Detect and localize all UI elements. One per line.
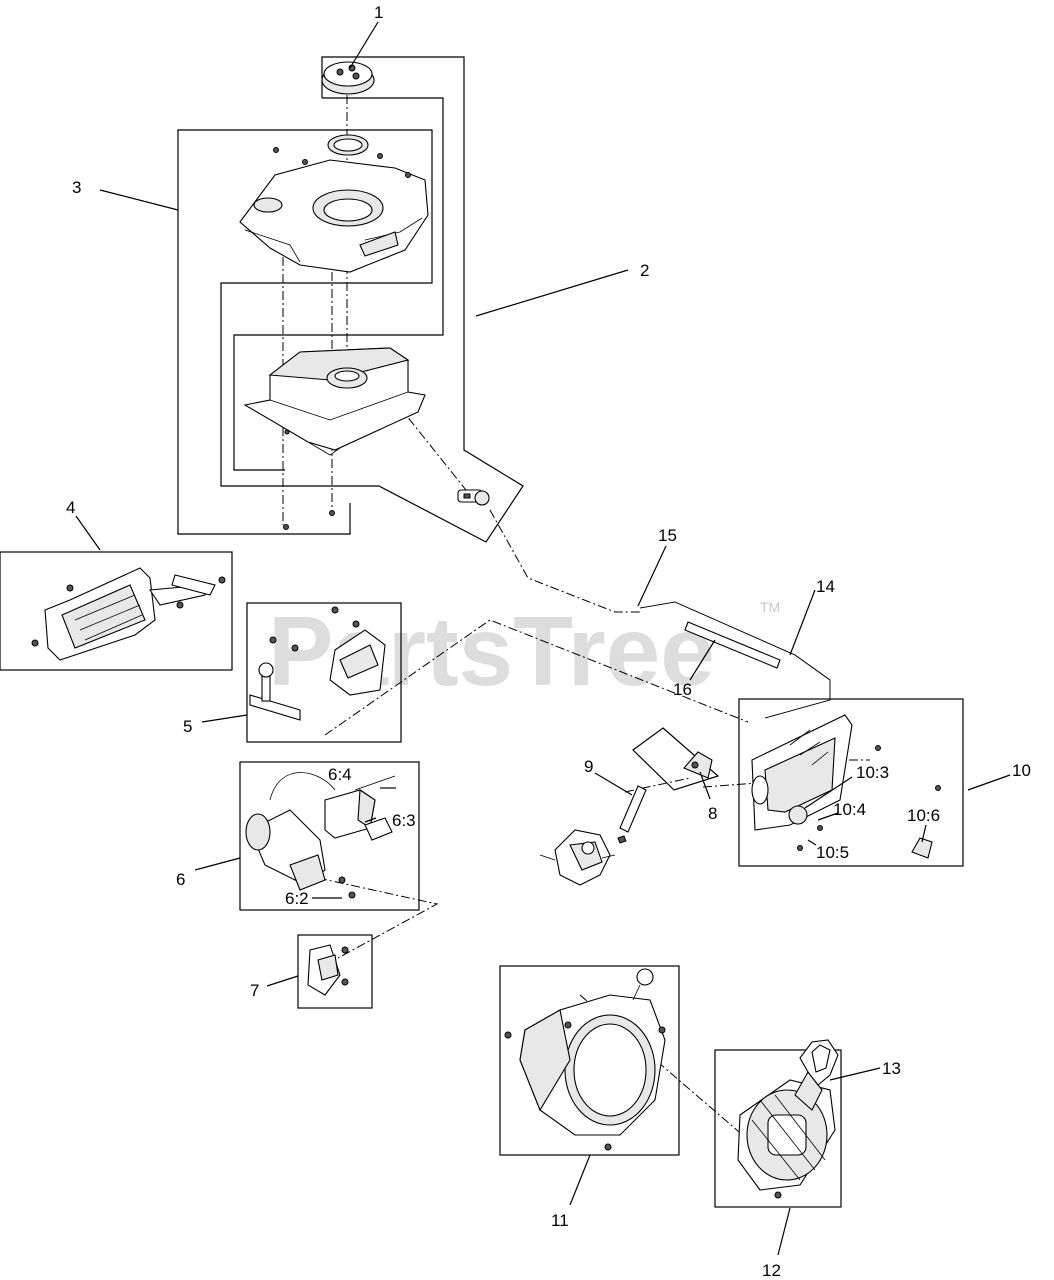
callout-10-5: 10:5 [816, 843, 849, 862]
callout-11: 11 [551, 1211, 569, 1230]
tank-screw [329, 510, 335, 516]
frame-7 [297, 934, 373, 1009]
frame-4 [0, 551, 233, 671]
control-bracket [249, 606, 386, 721]
callout-16: 16 [673, 680, 692, 699]
recoil-starter [737, 1039, 839, 1199]
frame-6 [239, 761, 420, 911]
callout-labels: 1 2 3 4 5 6 6:2 6:3 6:4 7 8 9 10 10:3 10… [66, 3, 1031, 1280]
callout-14: 14 [816, 577, 835, 596]
callout-5: 5 [183, 717, 192, 736]
air-cleaner [751, 714, 941, 859]
callout-13: 13 [882, 1059, 901, 1078]
intake-pipe [617, 785, 647, 844]
watermark-tm: TM [760, 599, 780, 615]
blower-housing [504, 968, 666, 1151]
frame-5 [246, 602, 402, 743]
leader-lines [75, 21, 1011, 1256]
starter-motor [245, 772, 396, 899]
fuel-hoses [639, 601, 831, 719]
mounting-bracket [31, 567, 226, 661]
callout-6-4: 6:4 [328, 765, 352, 784]
frame-12 [714, 1049, 842, 1208]
carb-gasket [683, 751, 713, 779]
callout-10-3: 10:3 [856, 763, 889, 782]
fuel-cap [321, 61, 375, 95]
fuel-tank [243, 347, 426, 456]
callout-1: 1 [374, 3, 383, 22]
tank-screw [283, 524, 289, 530]
callout-4: 4 [66, 498, 75, 517]
callout-6-3: 6:3 [392, 811, 416, 830]
solenoid-mount [307, 944, 349, 996]
callout-10-4: 10:4 [833, 800, 866, 819]
callout-6-2: 6:2 [285, 889, 309, 908]
callout-12: 12 [762, 1261, 781, 1280]
callout-6: 6 [176, 870, 185, 889]
callout-8: 8 [708, 804, 717, 823]
callout-7: 7 [250, 981, 259, 1000]
filter-element [911, 837, 933, 859]
callout-10-6: 10:6 [907, 806, 940, 825]
carburetor [539, 829, 616, 886]
callout-2: 2 [640, 261, 649, 280]
callout-10: 10 [1012, 761, 1031, 780]
frame-10 [738, 698, 964, 867]
callout-3: 3 [72, 178, 81, 197]
callout-9: 9 [584, 757, 593, 776]
callout-15: 15 [658, 526, 677, 545]
fuel-tank-shroud [239, 134, 429, 273]
fuel-valve [457, 489, 490, 506]
